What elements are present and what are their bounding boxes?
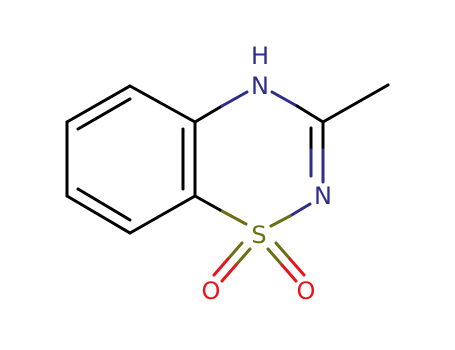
bond-n2-s1	[269, 202, 312, 228]
atom-sulfur-label: S	[251, 221, 266, 249]
bond-c4a-c5	[128, 84, 197, 124]
bond-c7-c8	[65, 194, 132, 235]
bond-c3-methyl	[321, 83, 390, 124]
atom-nitrogen-2-label: N	[314, 182, 332, 210]
bond-s1-o-left-double	[212, 241, 252, 283]
bond-c3-n2-double	[309, 120, 325, 184]
atom-oxygen-left-label: O	[202, 277, 221, 305]
benzene-ring	[65, 84, 197, 235]
atom-nitrogen-4-label: N	[251, 72, 269, 100]
atom-oxygen-right-label: O	[297, 277, 316, 305]
bond-s1-c8a	[193, 194, 248, 226]
bond-s1-o-right-double	[266, 241, 306, 283]
bond-c6-c6-inner	[76, 97, 132, 131]
bond-n4-c3	[270, 90, 325, 124]
atom-hydrogen-label: H	[251, 42, 269, 70]
bond-c4a-n4	[193, 90, 249, 124]
bond-c5-c6	[65, 84, 132, 124]
bond-c8-c8a	[128, 194, 197, 235]
bond-c7-c8-inner	[76, 187, 132, 222]
